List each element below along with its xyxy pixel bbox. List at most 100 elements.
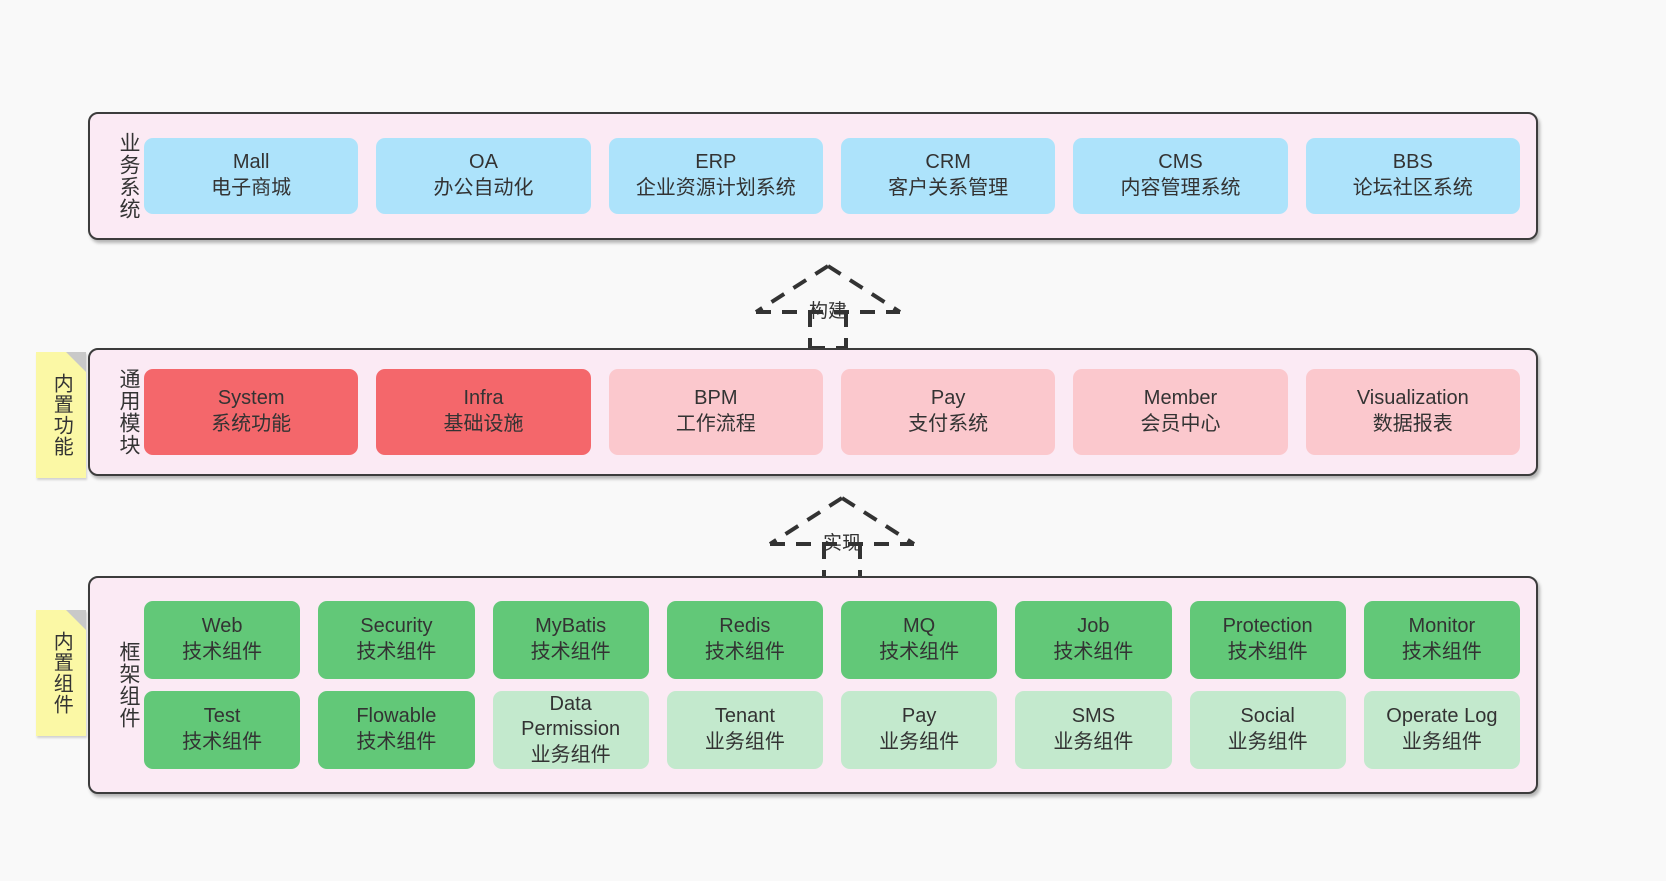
card-title: Member xyxy=(1143,387,1218,410)
card-data-permission[interactable]: Data Permission 业务组件 xyxy=(492,691,649,769)
arrow-build-label: 构建 xyxy=(808,301,847,322)
card-subtitle: 系统功能 xyxy=(211,413,292,435)
card-subtitle: 数据报表 xyxy=(1372,413,1453,435)
card-title: OA xyxy=(469,151,498,174)
card-system[interactable]: System 系统功能 xyxy=(144,369,359,455)
card-row: System 系统功能 Infra 基础设施 BPM 工作流程 Pay 支付系统… xyxy=(144,369,1520,455)
card-subtitle: 基础设施 xyxy=(443,413,524,435)
card-subtitle: 技术组件 xyxy=(1401,641,1482,663)
card-test[interactable]: Test 技术组件 xyxy=(144,691,301,769)
card-grid-business: Mall 电子商城 OA 办公自动化 ERP 企业资源计划系统 CRM 客户关系… xyxy=(140,114,1536,238)
card-title: BBS xyxy=(1392,151,1433,174)
card-oa[interactable]: OA 办公自动化 xyxy=(376,138,591,214)
section-panel-framework: 框架组件 Web 技术组件 Security 技术组件 MyBatis 技术组件… xyxy=(88,576,1538,794)
card-security[interactable]: Security 技术组件 xyxy=(318,601,475,679)
card-title: Operate Log xyxy=(1386,705,1498,728)
card-title: CMS xyxy=(1158,151,1203,174)
card-subtitle: 工作流程 xyxy=(675,413,756,435)
arrow-build: 构建 xyxy=(748,260,908,350)
arrow-implement: 实现 xyxy=(762,492,922,582)
section-panel-modules: 通用模块 System 系统功能 Infra 基础设施 BPM 工作流程 Pay… xyxy=(88,348,1538,476)
card-pay-component[interactable]: Pay 业务组件 xyxy=(841,691,998,769)
card-mq[interactable]: MQ 技术组件 xyxy=(841,601,998,679)
card-tenant[interactable]: Tenant 业务组件 xyxy=(666,691,823,769)
card-cms[interactable]: CMS 内容管理系统 xyxy=(1073,138,1288,214)
card-subtitle: 业务组件 xyxy=(1227,731,1308,753)
card-title: CRM xyxy=(925,151,971,174)
card-subtitle: 业务组件 xyxy=(1401,731,1482,753)
card-grid-framework: Web 技术组件 Security 技术组件 MyBatis 技术组件 Redi… xyxy=(140,578,1536,792)
card-sms[interactable]: SMS 业务组件 xyxy=(1015,691,1172,769)
card-title: Data Permission xyxy=(521,692,621,741)
card-subtitle: 企业资源计划系统 xyxy=(635,177,796,199)
card-title: MQ xyxy=(903,615,936,638)
card-mybatis[interactable]: MyBatis 技术组件 xyxy=(492,601,649,679)
card-subtitle: 技术组件 xyxy=(356,731,437,753)
card-subtitle: 业务组件 xyxy=(704,731,785,753)
card-title: Monitor xyxy=(1408,615,1476,638)
card-title: Tenant xyxy=(714,705,775,728)
card-subtitle: 技术组件 xyxy=(704,641,785,663)
card-crm[interactable]: CRM 客户关系管理 xyxy=(840,138,1056,214)
card-title: System xyxy=(217,387,285,410)
card-member[interactable]: Member 会员中心 xyxy=(1073,369,1288,455)
card-title: Infra xyxy=(463,387,504,410)
card-subtitle: 技术组件 xyxy=(182,641,263,663)
card-subtitle: 电子商城 xyxy=(211,177,292,199)
section-label-framework: 框架组件 xyxy=(117,641,140,729)
sticky-note-builtin-features: 内置功能 xyxy=(36,352,86,478)
card-title: BPM xyxy=(694,387,738,410)
card-subtitle: 技术组件 xyxy=(879,641,960,663)
card-title: Pay xyxy=(901,705,937,728)
card-job[interactable]: Job 技术组件 xyxy=(1015,601,1172,679)
card-protection[interactable]: Protection 技术组件 xyxy=(1189,601,1346,679)
card-subtitle: 办公自动化 xyxy=(433,177,534,199)
card-subtitle: 论坛社区系统 xyxy=(1352,177,1473,199)
card-web[interactable]: Web 技术组件 xyxy=(144,601,301,679)
card-title: Protection xyxy=(1222,615,1313,638)
card-title: Security xyxy=(360,615,433,638)
card-title: Job xyxy=(1077,615,1110,638)
card-title: ERP xyxy=(695,151,737,174)
card-subtitle: 内容管理系统 xyxy=(1120,177,1241,199)
card-infra[interactable]: Infra 基础设施 xyxy=(376,369,591,455)
card-subtitle: 业务组件 xyxy=(1053,731,1134,753)
card-erp[interactable]: ERP 企业资源计划系统 xyxy=(608,138,823,214)
card-visualization[interactable]: Visualization 数据报表 xyxy=(1305,369,1520,455)
card-title: Web xyxy=(201,615,243,638)
card-title: Flowable xyxy=(356,705,437,728)
card-title: SMS xyxy=(1071,705,1116,728)
card-pay-module[interactable]: Pay 支付系统 xyxy=(840,369,1056,455)
card-title: Test xyxy=(203,705,241,728)
section-label-modules: 通用模块 xyxy=(117,368,140,456)
section-label-business: 业务系统 xyxy=(117,132,140,220)
card-subtitle: 技术组件 xyxy=(356,641,437,663)
card-subtitle: 技术组件 xyxy=(530,641,611,663)
card-operate-log[interactable]: Operate Log 业务组件 xyxy=(1363,691,1520,769)
card-row: Web 技术组件 Security 技术组件 MyBatis 技术组件 Redi… xyxy=(144,601,1520,679)
section-panel-business: 业务系统 Mall 电子商城 OA 办公自动化 ERP 企业资源计划系统 CRM… xyxy=(88,112,1538,240)
card-title: MyBatis xyxy=(535,615,607,638)
card-title: Mall xyxy=(232,151,270,174)
card-row: Mall 电子商城 OA 办公自动化 ERP 企业资源计划系统 CRM 客户关系… xyxy=(144,138,1520,214)
card-title: Social xyxy=(1240,705,1295,728)
card-title: Redis xyxy=(719,615,771,638)
card-redis[interactable]: Redis 技术组件 xyxy=(666,601,823,679)
card-row: Test 技术组件 Flowable 技术组件 Data Permission … xyxy=(144,691,1520,769)
card-monitor[interactable]: Monitor 技术组件 xyxy=(1363,601,1520,679)
card-social[interactable]: Social 业务组件 xyxy=(1189,691,1346,769)
card-mall[interactable]: Mall 电子商城 xyxy=(144,138,359,214)
card-subtitle: 技术组件 xyxy=(182,731,263,753)
card-subtitle: 支付系统 xyxy=(908,413,989,435)
card-subtitle: 技术组件 xyxy=(1227,641,1308,663)
card-title: Pay xyxy=(930,387,966,410)
card-subtitle: 客户关系管理 xyxy=(888,177,1009,199)
card-flowable[interactable]: Flowable 技术组件 xyxy=(318,691,475,769)
card-bbs[interactable]: BBS 论坛社区系统 xyxy=(1305,138,1520,214)
arrow-implement-label: 实现 xyxy=(822,533,861,554)
sticky-note-builtin-components: 内置组件 xyxy=(36,610,86,736)
card-subtitle: 技术组件 xyxy=(1053,641,1134,663)
card-bpm[interactable]: BPM 工作流程 xyxy=(608,369,823,455)
card-grid-modules: System 系统功能 Infra 基础设施 BPM 工作流程 Pay 支付系统… xyxy=(140,350,1536,474)
card-title: Visualization xyxy=(1356,387,1469,410)
